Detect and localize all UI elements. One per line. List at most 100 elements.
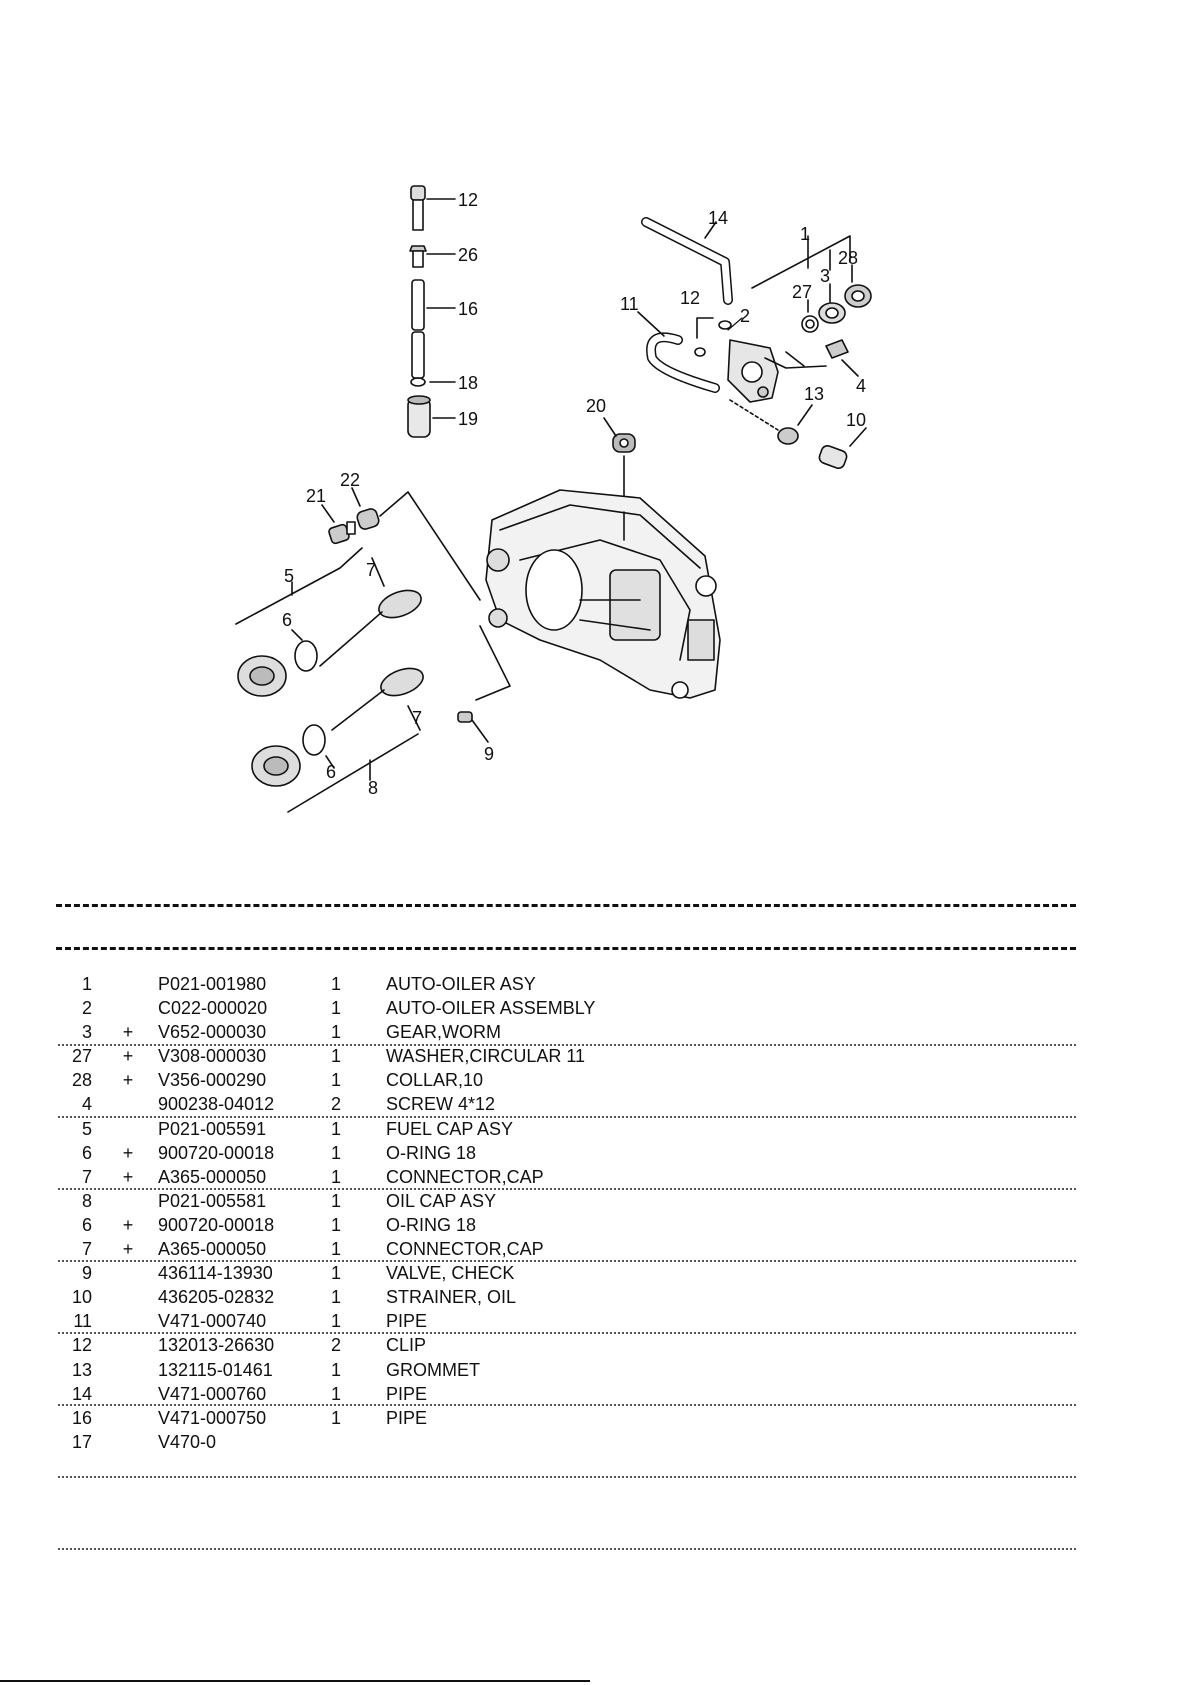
part-8-oil-cap	[251, 733, 419, 813]
ref-number: 6	[81, 1214, 92, 1235]
part-7-connector-upper	[319, 557, 422, 667]
part-number: 900720-00018	[158, 1142, 275, 1163]
quantity: 1	[330, 1263, 341, 1284]
part-number: 132013-26630	[158, 1335, 275, 1356]
description: STRAINER, OIL	[386, 1287, 517, 1308]
ref-number: 28	[71, 1070, 92, 1091]
quantity: 1	[330, 1046, 341, 1067]
part-number: A365-000050	[158, 1166, 267, 1187]
quantity: 1	[330, 1142, 341, 1163]
callout-14: 14	[708, 208, 728, 228]
part-13-grommet	[729, 399, 813, 445]
quantity: 1	[330, 1118, 341, 1139]
ref-number: 14	[71, 1383, 92, 1404]
ref-number: 13	[71, 1359, 92, 1380]
callout-8: 8	[368, 778, 378, 798]
description: CLIP	[386, 1335, 427, 1356]
part-3-worm-gear	[818, 283, 846, 324]
part-27-washer	[801, 299, 819, 333]
part-22-plug	[351, 487, 481, 601]
ref-number: 7	[81, 1166, 92, 1187]
description: FUEL CAP ASY	[386, 1118, 514, 1139]
part-17-fitting	[410, 185, 456, 231]
part-number: V308-000030	[158, 1046, 267, 1067]
sub-part-mark: +	[122, 1046, 134, 1067]
dotted-divider	[58, 1260, 1076, 1262]
part-number: P021-001980	[158, 974, 267, 994]
quantity: 1	[330, 974, 341, 994]
part-16-pipe	[411, 279, 456, 379]
description: O-RING 18	[386, 1214, 477, 1235]
ref-number: 6	[81, 1142, 92, 1163]
quantity: 1	[330, 1287, 341, 1308]
description: AUTO-OILER ASSEMBLY	[386, 998, 596, 1019]
description: CONNECTOR,CAP	[386, 1166, 544, 1187]
ref-number: 12	[71, 1335, 92, 1356]
callout-22: 22	[340, 470, 360, 490]
part-number: 436114-13930	[158, 1263, 273, 1284]
callout-18: 18	[458, 373, 478, 393]
main-housing	[485, 489, 721, 699]
sub-part-mark: +	[122, 1022, 134, 1043]
part-number: V471-000760	[158, 1383, 267, 1404]
callout-13: 13	[804, 384, 824, 404]
callout-11: 11	[620, 294, 639, 314]
part-number: V356-000290	[158, 1070, 267, 1091]
part-12-clip	[694, 317, 732, 357]
dotted-divider	[58, 1548, 1076, 1550]
description: PIPE	[386, 1311, 428, 1332]
part-4-screw	[764, 339, 859, 377]
description: OIL CAP ASY	[386, 1190, 497, 1211]
description: PIPE	[386, 1407, 428, 1428]
part-number: 900238-04012	[158, 1094, 275, 1115]
dashed-separator-top	[56, 904, 1076, 907]
quantity: 1	[330, 998, 341, 1019]
description: COLLAR,10	[386, 1070, 484, 1091]
ref-number: 17	[71, 1431, 92, 1452]
sub-part-mark: +	[122, 1070, 134, 1091]
footer-rule	[0, 1680, 590, 1682]
part-number: V470-0	[158, 1431, 217, 1452]
quantity: 1	[330, 1214, 341, 1235]
quantity: 1	[330, 1166, 341, 1187]
ref-number: 5	[81, 1118, 92, 1139]
table-row: 17 V470-0	[56, 1430, 1076, 1454]
part-number: V471-000750	[158, 1407, 267, 1428]
ref-number: 11	[73, 1311, 92, 1332]
ref-number: 16	[71, 1407, 92, 1428]
callout-5: 5	[284, 566, 294, 586]
description: VALVE, CHECK	[386, 1263, 515, 1284]
callout-20: 20	[586, 396, 606, 416]
part-number: P021-005581	[158, 1190, 267, 1211]
part-14-pipe	[641, 217, 733, 305]
part-9-check-valve	[457, 625, 511, 743]
sub-part-mark: +	[122, 1214, 134, 1235]
part-11-pipe	[637, 311, 720, 393]
part-number: 132115-01461	[158, 1359, 273, 1380]
callout-9: 9	[484, 744, 494, 764]
ref-number: 3	[81, 1022, 92, 1043]
dotted-divider	[58, 1404, 1076, 1406]
quantity: 1	[330, 1070, 341, 1091]
description: CONNECTOR,CAP	[386, 1239, 544, 1260]
callout-17: 12	[458, 190, 478, 210]
part-21-plug	[321, 504, 356, 545]
part-28-collar	[844, 264, 872, 308]
part-6-oring-upper	[291, 629, 318, 672]
part-number: A365-000050	[158, 1239, 267, 1260]
quantity: 1	[330, 1383, 341, 1404]
description: GEAR,WORM	[386, 1022, 501, 1043]
sub-part-mark: +	[122, 1239, 134, 1260]
quantity: 2	[330, 1094, 341, 1115]
